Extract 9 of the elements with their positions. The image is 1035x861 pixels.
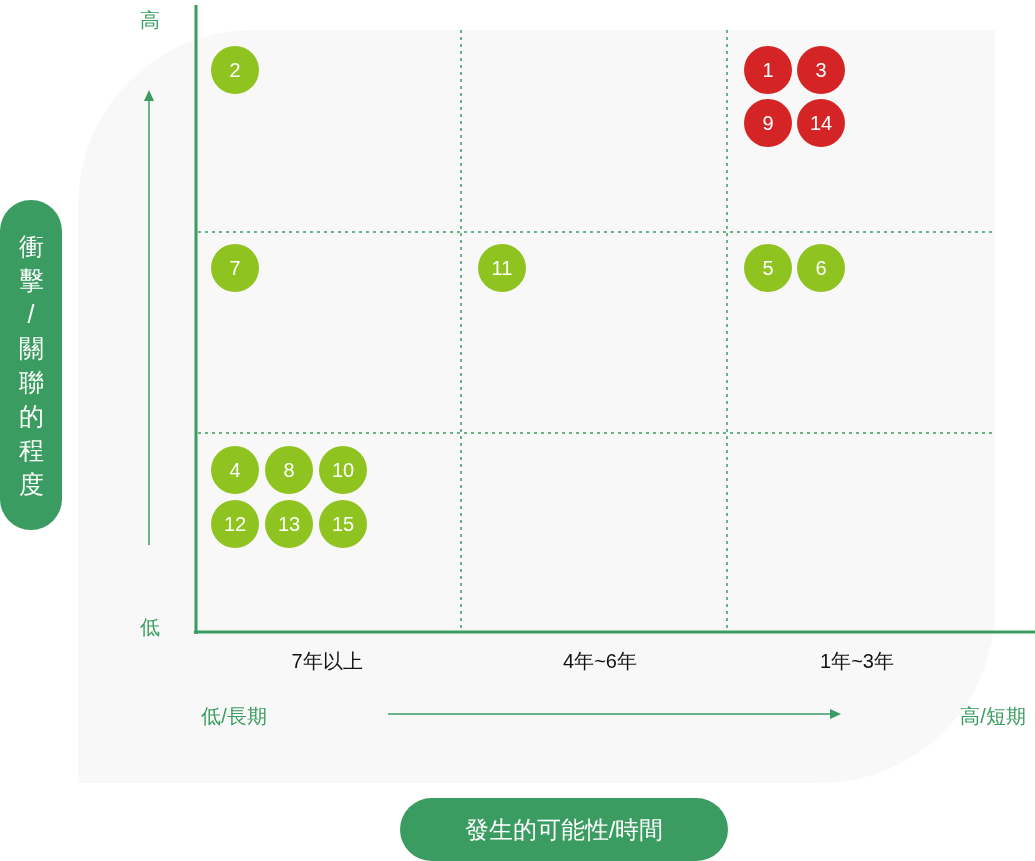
axis-end-label: 高 (140, 9, 160, 31)
axis-end-label: 高/短期 (960, 705, 1026, 727)
column-label: 7年以上 (291, 650, 363, 672)
axis-end-label: 低/長期 (201, 705, 267, 727)
column-label: 4年~6年 (563, 650, 637, 672)
axis-title-pill: 發生的可能性/時間 (400, 798, 728, 861)
axis-end-label: 低 (140, 616, 160, 638)
column-label: 1年~3年 (820, 650, 894, 672)
axis-title-pill: 衝擊/關聯的程度 (0, 200, 62, 530)
